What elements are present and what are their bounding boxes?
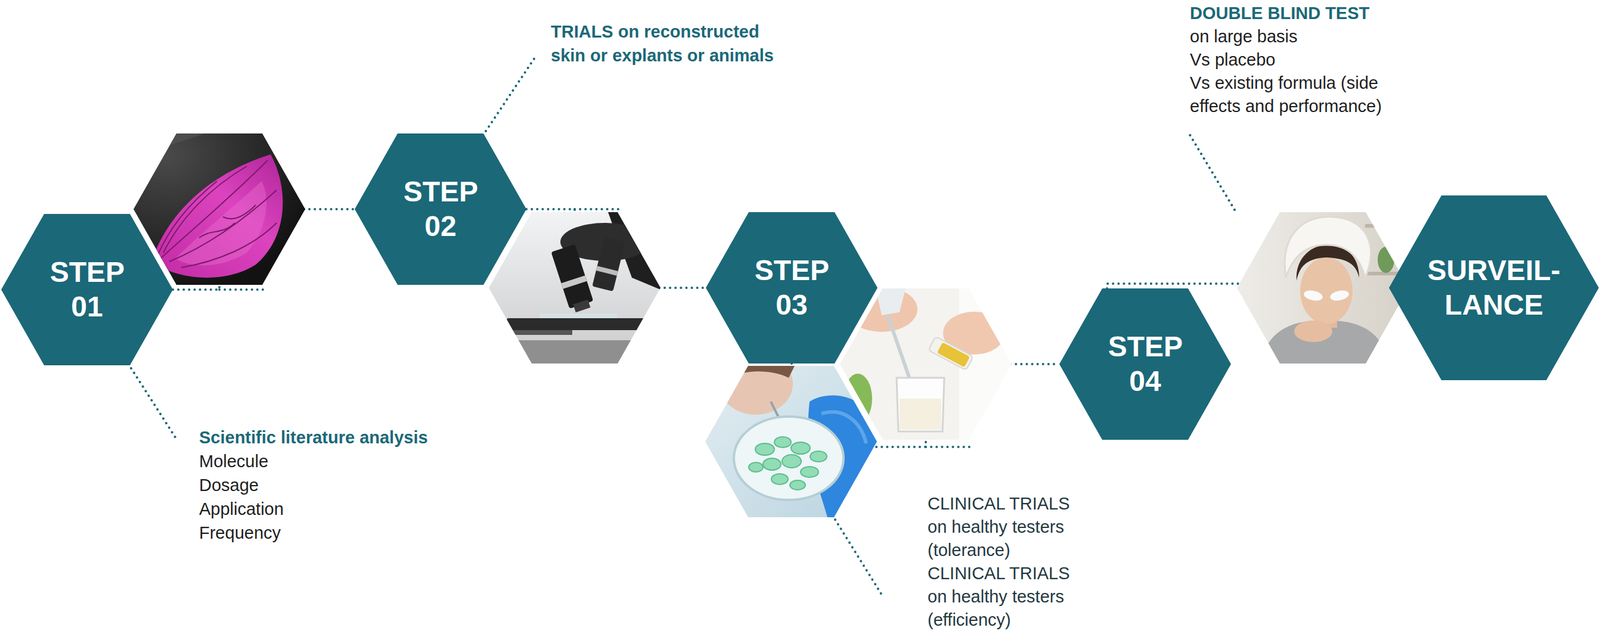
hexagon-fill [1388, 195, 1599, 381]
leader-line [1188, 132, 1235, 210]
microscope-photo [488, 212, 661, 365]
callout-group: TRIALS on reconstructed skin or explants… [550, 19, 790, 68]
step-label: SURVEIL- LANCE [1427, 253, 1561, 322]
hair [717, 366, 795, 381]
milk [899, 398, 942, 430]
callout-group: Scientific literature analysisMoleculeDo… [199, 425, 429, 545]
woman-photo [1236, 212, 1409, 364]
towel [1284, 216, 1372, 278]
hexagon-shape [705, 212, 878, 364]
callout-text: Vs existing formula (side effects and pe… [1189, 71, 1396, 119]
step-label: STEP 04 [1108, 329, 1183, 399]
leader-line [131, 368, 178, 442]
callout-text: Vs placebo [1189, 48, 1396, 72]
sweater [1260, 320, 1389, 364]
sleeve [875, 288, 906, 316]
hexagon-shape [1388, 195, 1599, 381]
table [488, 340, 661, 365]
leader-lines [131, 56, 1235, 597]
petal-shape [151, 154, 283, 278]
callout-text: Frequency [199, 521, 429, 545]
beaker [896, 377, 945, 432]
hexagon-fill [705, 212, 878, 364]
shelf [1365, 224, 1409, 228]
callout-text: Molecule [199, 449, 429, 474]
hexagon-fill [354, 133, 527, 285]
step-label: STEP 02 [403, 174, 479, 244]
callout-heading: Scientific literature analysis [199, 425, 429, 450]
hexagon-fill [1059, 288, 1231, 440]
petri-dish-photo [705, 352, 877, 518]
leader-line [835, 519, 883, 597]
objective-lens [550, 244, 595, 315]
hexagon-shape [1, 214, 173, 366]
callout-heading: DOUBLE BLIND TEST [1189, 1, 1396, 26]
photo-ground [488, 212, 661, 364]
callout-text: CLINICAL TRIALS on healthy testers (tole… [927, 492, 1084, 563]
objective-lens [591, 237, 625, 292]
hexagon-shape [1059, 288, 1231, 440]
callout-heading: TRIALS on reconstructed skin or explants… [550, 19, 790, 68]
step-hexagon: STEP 04 [1059, 288, 1231, 440]
hand [1294, 320, 1333, 343]
dotted-run [219, 288, 264, 291]
stage-edge [500, 330, 573, 336]
step-hexagon: STEP 02 [354, 133, 527, 285]
callout-group: DOUBLE BLIND TESTon large basisVs placeb… [1189, 1, 1396, 119]
petal-veins [157, 160, 277, 268]
callout-text: CLINICAL TRIALS on healthy testers (effi… [927, 562, 1084, 632]
hexagon-fill [1, 214, 173, 366]
step-hexagon: SURVEIL- LANCE [1388, 195, 1599, 381]
gel-beads [748, 436, 827, 491]
callout-group: CLINICAL TRIALS on healthy testers (tole… [927, 492, 1084, 632]
dotted-run [925, 445, 970, 449]
hexagon-shape [354, 133, 527, 285]
callout-text: Application [199, 497, 429, 522]
leader-line [485, 56, 536, 132]
stage [506, 318, 650, 331]
eye-patch [1329, 289, 1351, 303]
step-hexagon: STEP 01 [1, 214, 173, 366]
step-label: STEP 01 [50, 255, 125, 324]
photo-ground [1236, 212, 1409, 364]
eye-patch [1303, 289, 1324, 303]
photo-ground [133, 133, 306, 285]
oil-vial [928, 336, 974, 371]
step-hexagon: STEP 03 [705, 212, 878, 364]
slide [539, 313, 617, 319]
step-label: STEP 03 [754, 253, 830, 322]
callout-text: Dosage [199, 473, 429, 498]
plant [1377, 246, 1395, 274]
callout-text: on large basis [1189, 25, 1396, 49]
petal-photo [133, 133, 306, 285]
dotted-run [574, 208, 621, 211]
dish [733, 416, 844, 501]
face [1300, 257, 1353, 325]
reflection [133, 133, 206, 158]
lab-hands-photo [839, 286, 1012, 440]
photo-ground [839, 288, 1012, 440]
